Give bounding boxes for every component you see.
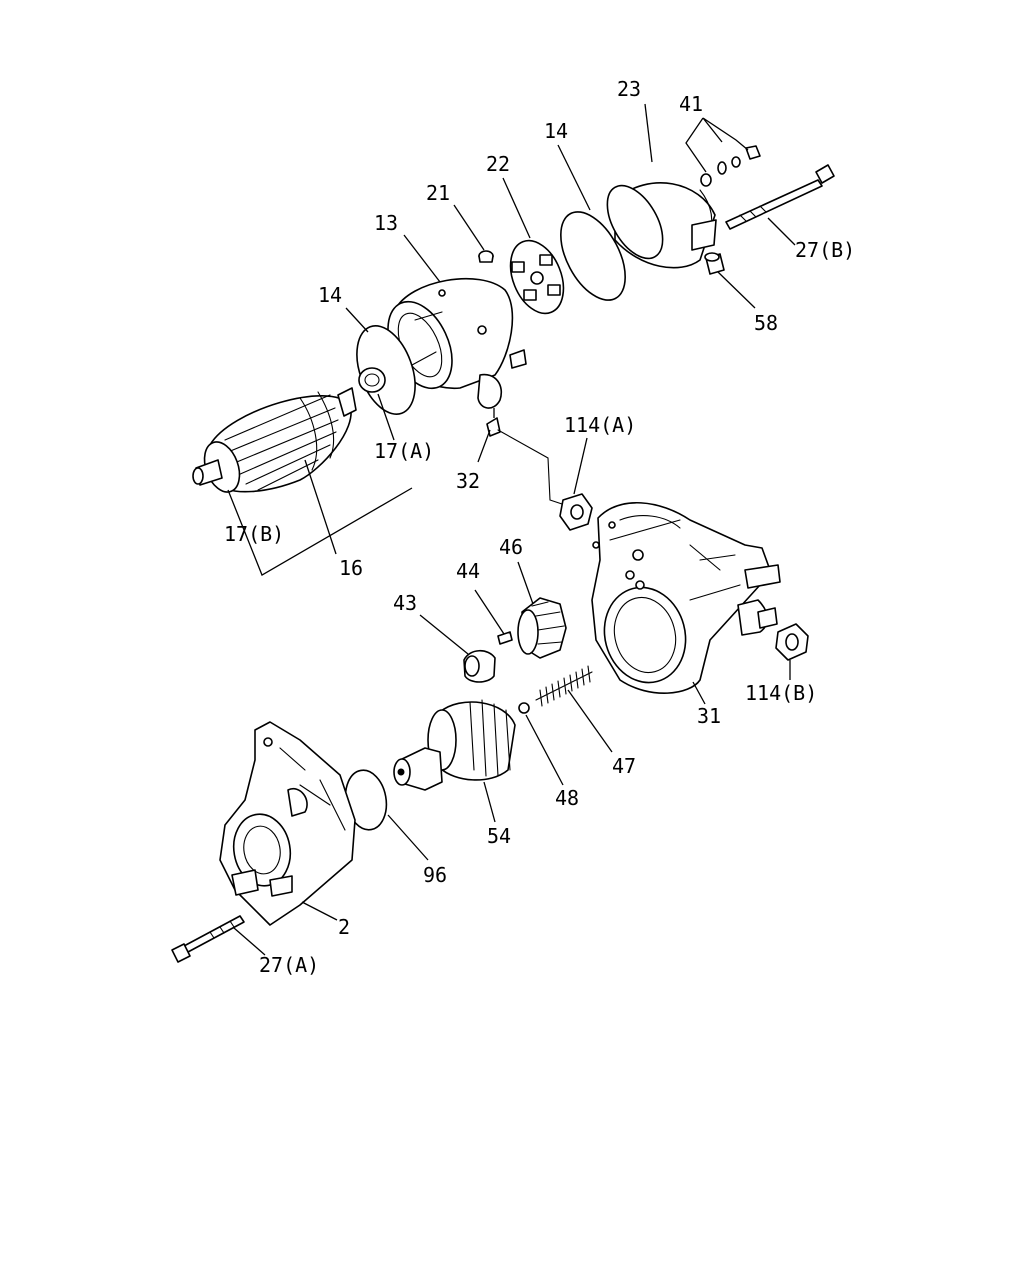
part-27b-through-bolt xyxy=(725,164,835,230)
callout-114b: 114(B) xyxy=(745,681,817,705)
callout-21: 21 xyxy=(426,181,450,205)
callout-2: 2 xyxy=(338,915,350,939)
part-114a-nut xyxy=(559,493,593,531)
callout-31: 31 xyxy=(697,704,721,728)
part-17a-bearing xyxy=(358,367,386,393)
part-2-front-housing xyxy=(219,721,356,926)
part-23-yoke-sleeve xyxy=(606,182,717,269)
part-16-armature xyxy=(192,387,357,493)
callout-47: 47 xyxy=(612,754,636,778)
callout-114a: 114(A) xyxy=(564,413,636,437)
callout-17b: 17(B) xyxy=(224,522,284,546)
callout-14-left: 14 xyxy=(318,283,342,307)
part-14-oring-top xyxy=(560,211,626,301)
part-58-plug xyxy=(704,252,725,275)
part-41-washers-screw xyxy=(700,145,761,187)
callout-17a: 17(A) xyxy=(374,439,434,463)
callout-labels: 23 41 14 22 21 13 27(B) 14 58 114(A) 17(… xyxy=(224,77,855,977)
callout-46: 46 xyxy=(499,535,523,559)
part-13-field-frame xyxy=(387,277,527,409)
callout-44: 44 xyxy=(456,559,480,583)
callout-16: 16 xyxy=(339,556,363,580)
callout-54: 54 xyxy=(487,824,511,848)
callout-14-top: 14 xyxy=(544,119,568,143)
callout-41: 41 xyxy=(679,92,703,116)
part-44-pin xyxy=(497,631,513,645)
part-47-spring xyxy=(535,665,593,707)
callout-27a: 27(A) xyxy=(259,953,319,977)
part-31-housing xyxy=(591,501,781,694)
part-54-clutch-pinion xyxy=(393,699,516,791)
callout-27b: 27(B) xyxy=(795,238,855,262)
part-27a-bolt xyxy=(171,915,245,963)
part-46-gear xyxy=(517,597,567,659)
callout-58: 58 xyxy=(754,311,778,335)
callout-43: 43 xyxy=(393,591,417,615)
callout-23: 23 xyxy=(617,77,641,101)
callout-13: 13 xyxy=(374,211,398,235)
part-21-bushing xyxy=(478,250,494,263)
callout-48: 48 xyxy=(555,786,579,810)
part-43-retainer xyxy=(463,649,496,683)
part-22-brush-holder xyxy=(509,239,565,315)
callout-22: 22 xyxy=(486,152,510,176)
part-32-lead-wire xyxy=(486,408,566,506)
callout-32: 32 xyxy=(456,469,480,493)
part-114b-nut xyxy=(775,623,809,661)
leader-lines xyxy=(227,103,796,956)
callout-96: 96 xyxy=(423,863,447,887)
part-48-ball xyxy=(518,702,530,714)
